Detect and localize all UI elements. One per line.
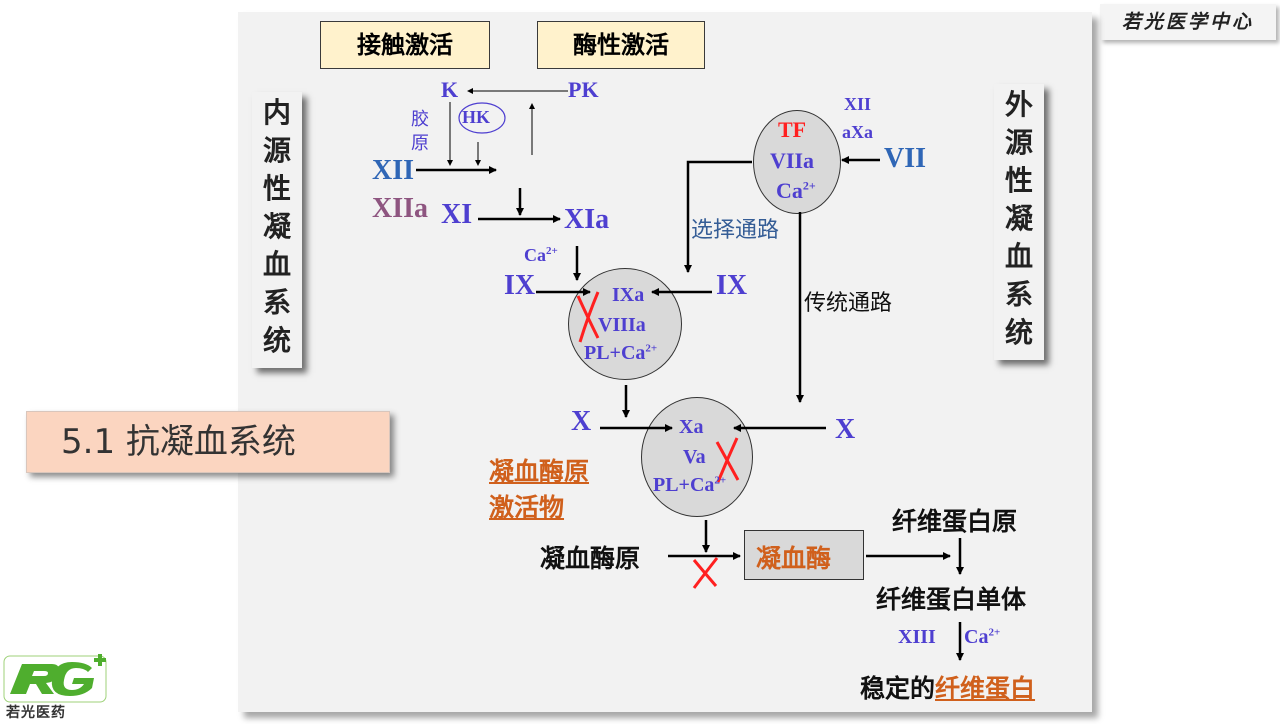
traditional-pathway-label: 传统通路 [804,291,893,316]
xa-label: Xa [679,416,704,438]
factor-xiii: XIII [898,626,936,648]
tf-label: TF [778,117,807,142]
extrinsic-char: 统 [1004,316,1033,349]
factor-x-right: X [835,414,856,445]
brand-text: 若光医学中心 [1121,11,1254,33]
company-logo: 若光医药 [0,654,110,721]
xiii-calcium-superscript: 2+ [988,626,1001,639]
intrinsic-char: 血 [262,248,291,281]
prothrombinase-pl-superscript: 2+ [714,474,727,487]
stable-fibrin-highlight: 纤维蛋白 [935,674,1036,703]
extrinsic-char: 系 [1004,278,1033,311]
intrinsic-char: 内 [262,96,291,129]
extrinsic-char: 源 [1004,126,1033,159]
intrinsic-char: 系 [262,286,291,319]
tenase-pl-text: PL+Ca [584,342,646,364]
section-title: 5.1 抗凝血系统 [61,422,296,462]
factor-ix-right: IX [716,270,748,301]
tf-calcium-superscript: 2+ [802,178,816,193]
block-mark-thrombin [692,557,719,589]
tenase-pl-superscript: 2+ [645,342,658,355]
thrombin-box [744,530,864,580]
xiii-calcium-label: Ca2+ [964,626,1000,649]
contact-activation-header: 接触激活 [320,21,490,69]
contact-activation-label: 接触激活 [357,31,453,59]
alternative-pathway-label: 选择通路 [691,218,780,243]
factor-k: K [441,77,459,102]
collagen-label: 胶 原 [411,108,429,156]
prothrombinase-pl-label: PL+Ca2+ [653,474,726,497]
intrinsic-char: 性 [262,172,291,205]
brand-banner: 若光医学中心 [1100,4,1276,40]
calcium-superscript: 2+ [546,245,558,257]
va-label: Va [683,446,706,468]
factor-xi: XI [441,199,473,230]
prothrombinase-complex-circle [641,397,753,517]
prothrombin-activator-label: 凝血酶原 激活物 [489,454,589,526]
tf-calcium-text: Ca [776,178,803,203]
extrinsic-system-label: 外 源 性 凝 血 系 统 [994,84,1044,360]
collagen-char: 胶 [411,109,429,130]
thrombin-label: 凝血酶 [756,544,832,573]
factor-xiia: XIIa [372,193,429,224]
viia-label: VIIa [770,148,815,173]
calcium-label: Ca2+ [524,245,558,266]
enzymatic-activation-label: 酶性激活 [573,31,669,59]
extrinsic-char: 血 [1004,240,1033,273]
fibrin-monomer-label: 纤维蛋白单体 [876,585,1027,614]
block-marks [576,291,740,589]
factor-x-left: X [571,406,592,437]
logo-mark-icon [3,654,107,703]
hk-ellipse [458,102,506,134]
fibrinogen-label: 纤维蛋白原 [892,507,1018,536]
extrinsic-char: 性 [1004,164,1033,197]
viiia-label: VIIIa [598,314,646,336]
activator-line: 凝血酶原 [489,457,590,486]
intrinsic-char: 统 [262,324,291,357]
collagen-char: 原 [411,133,429,154]
factor-pk: PK [568,77,599,102]
tenase-pl-label: PL+Ca2+ [584,342,657,365]
section-title-box: 5.1 抗凝血系统 [26,411,390,473]
stable-fibrin-label: 稳定的纤维蛋白 [860,669,1035,705]
extrinsic-char: 外 [1004,88,1033,121]
prothrombinase-pl-text: PL+Ca [653,474,715,496]
intrinsic-system-label: 内 源 性 凝 血 系 统 [252,92,302,368]
enzymatic-activation-header: 酶性激活 [537,21,705,69]
factor-ix-left: IX [504,270,536,301]
factor-xii-ext: XII [844,94,872,114]
stable-fibrin-prefix: 稳定的 [860,674,936,703]
intrinsic-char: 源 [262,134,291,167]
extrinsic-char: 凝 [1004,202,1033,235]
logo-text: 若光医药 [6,705,66,721]
alternative-pathway-arrow [684,160,752,273]
tf-calcium-label: Ca2+ [776,178,816,204]
intrinsic-char: 凝 [262,210,291,243]
prothrombin-label: 凝血酶原 [540,544,641,573]
xiii-calcium-text: Ca [964,626,989,648]
tf-complex-circle [753,110,841,214]
factor-hk: HK [462,107,491,127]
factor-xii: XII [372,155,415,186]
ixa-label: IXa [612,284,645,306]
block-mark-prothrombinase [716,437,739,483]
block-mark-tenase [578,291,600,343]
calcium-text: Ca [524,245,546,265]
factor-axa: aXa [842,122,873,142]
activator-line: 激活物 [489,493,565,522]
factor-vii: VII [884,143,927,174]
factor-xia: XIa [564,204,610,235]
